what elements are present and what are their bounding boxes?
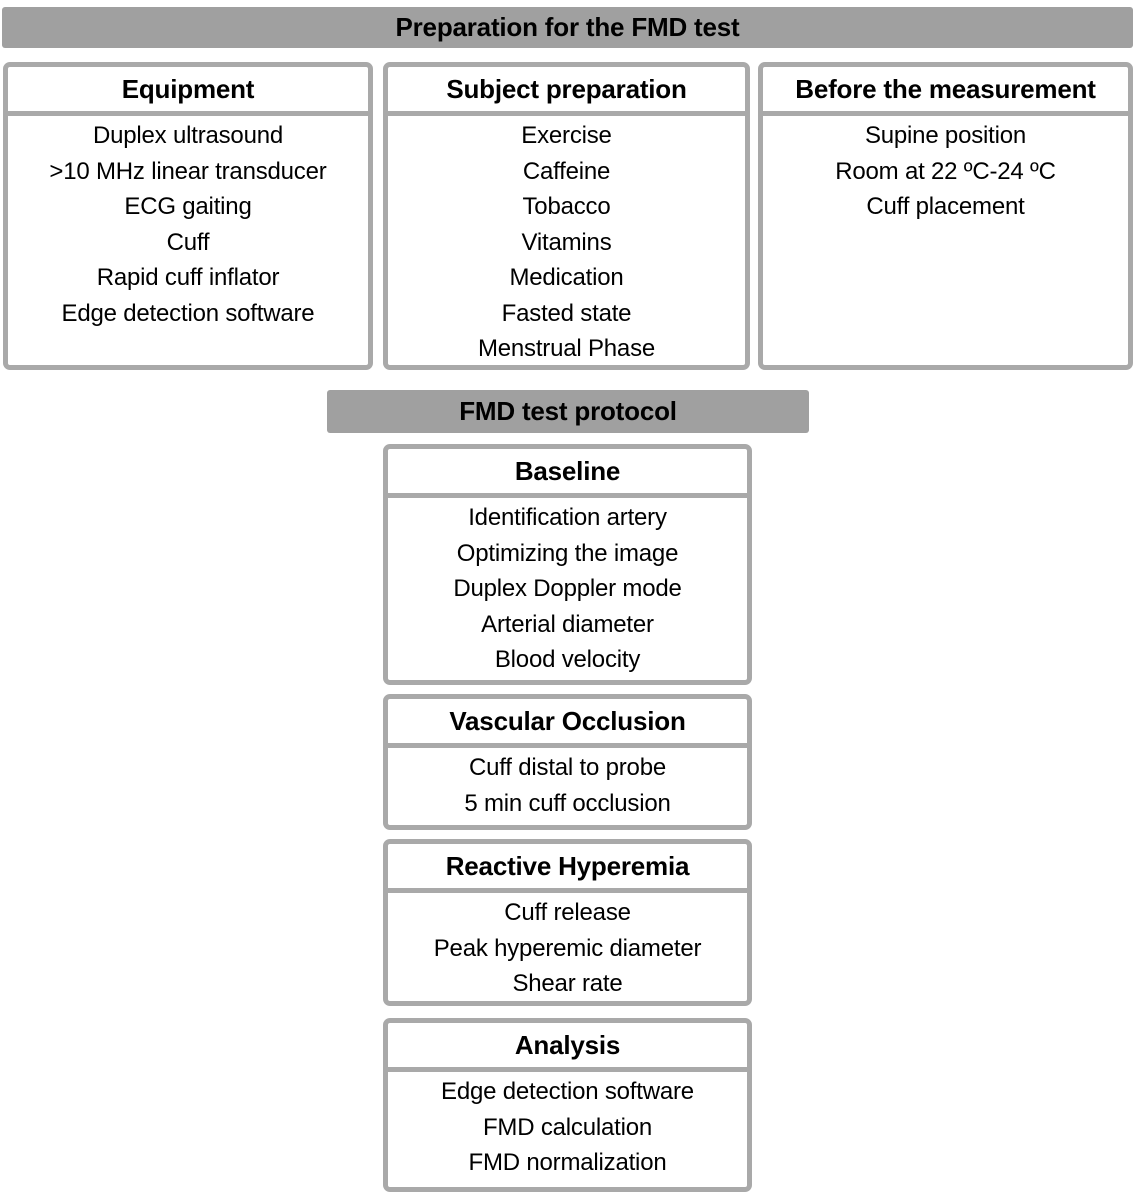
vascular-occlusion-box: Vascular Occlusion Cuff distal to probe … — [383, 694, 752, 830]
equipment-list: Duplex ultrasound >10 MHz linear transdu… — [8, 116, 368, 331]
reactive-hyperemia-list: Cuff release Peak hyperemic diameter She… — [388, 893, 747, 1002]
list-item: Fasted state — [501, 299, 632, 327]
equipment-box: Equipment Duplex ultrasound >10 MHz line… — [3, 62, 373, 370]
baseline-box: Baseline Identification artery Optimizin… — [383, 444, 752, 685]
protocol-banner-label: FMD test protocol — [459, 396, 677, 426]
list-item: Vitamins — [521, 228, 612, 256]
list-item: Shear rate — [512, 970, 623, 997]
equipment-title: Equipment — [8, 67, 368, 116]
vascular-occlusion-list: Cuff distal to probe 5 min cuff occlusio… — [388, 748, 747, 821]
subject-preparation-box: Subject preparation Exercise Caffeine To… — [383, 62, 750, 370]
list-item: >10 MHz linear transducer — [49, 157, 327, 185]
protocol-banner: FMD test protocol — [327, 390, 809, 433]
list-item: Edge detection software — [61, 299, 315, 327]
list-item: Caffeine — [522, 157, 611, 185]
before-measurement-box: Before the measurement Supine position R… — [758, 62, 1133, 370]
list-item: Room at 22 ºC-24 ºC — [835, 157, 1056, 185]
list-item: Peak hyperemic diameter — [433, 934, 702, 962]
preparation-banner: Preparation for the FMD test — [2, 7, 1133, 48]
list-item: Cuff — [166, 228, 210, 256]
list-item: Supine position — [864, 122, 1027, 149]
reactive-hyperemia-box: Reactive Hyperemia Cuff release Peak hyp… — [383, 839, 752, 1006]
list-item: 5 min cuff occlusion — [464, 789, 671, 817]
list-item: Rapid cuff inflator — [96, 264, 280, 291]
baseline-list: Identification artery Optimizing the ima… — [388, 498, 747, 678]
list-item: Duplex Doppler mode — [453, 575, 682, 602]
list-item: Menstrual Phase — [477, 335, 656, 362]
list-item: Exercise — [521, 122, 612, 149]
analysis-list: Edge detection software FMD calculation … — [388, 1072, 747, 1181]
vascular-occlusion-title: Vascular Occlusion — [388, 699, 747, 748]
list-item: ECG gaiting — [124, 193, 252, 220]
subject-preparation-list: Exercise Caffeine Tobacco Vitamins Medic… — [388, 116, 745, 367]
list-item: Identification artery — [468, 504, 667, 531]
analysis-title: Analysis — [388, 1023, 747, 1072]
list-item: Duplex ultrasound — [92, 122, 284, 149]
preparation-banner-label: Preparation for the FMD test — [395, 12, 740, 42]
analysis-box: Analysis Edge detection software FMD cal… — [383, 1018, 752, 1192]
list-item: Blood velocity — [494, 646, 641, 673]
subject-preparation-title: Subject preparation — [388, 67, 745, 116]
list-item: FMD calculation — [482, 1113, 653, 1141]
list-item: Tobacco — [522, 193, 611, 220]
list-item: Cuff placement — [866, 193, 1025, 220]
list-item: Cuff distal to probe — [468, 754, 666, 781]
reactive-hyperemia-title: Reactive Hyperemia — [388, 844, 747, 893]
list-item: Medication — [509, 264, 624, 291]
baseline-title: Baseline — [388, 449, 747, 498]
list-item: Edge detection software — [441, 1078, 694, 1105]
list-item: Arterial diameter — [481, 610, 654, 638]
list-item: FMD normalization — [468, 1149, 667, 1176]
list-item: Cuff release — [504, 899, 631, 926]
before-measurement-list: Supine position Room at 22 ºC-24 ºC Cuff… — [763, 116, 1128, 225]
list-item: Optimizing the image — [456, 539, 679, 567]
before-measurement-title: Before the measurement — [763, 67, 1128, 116]
